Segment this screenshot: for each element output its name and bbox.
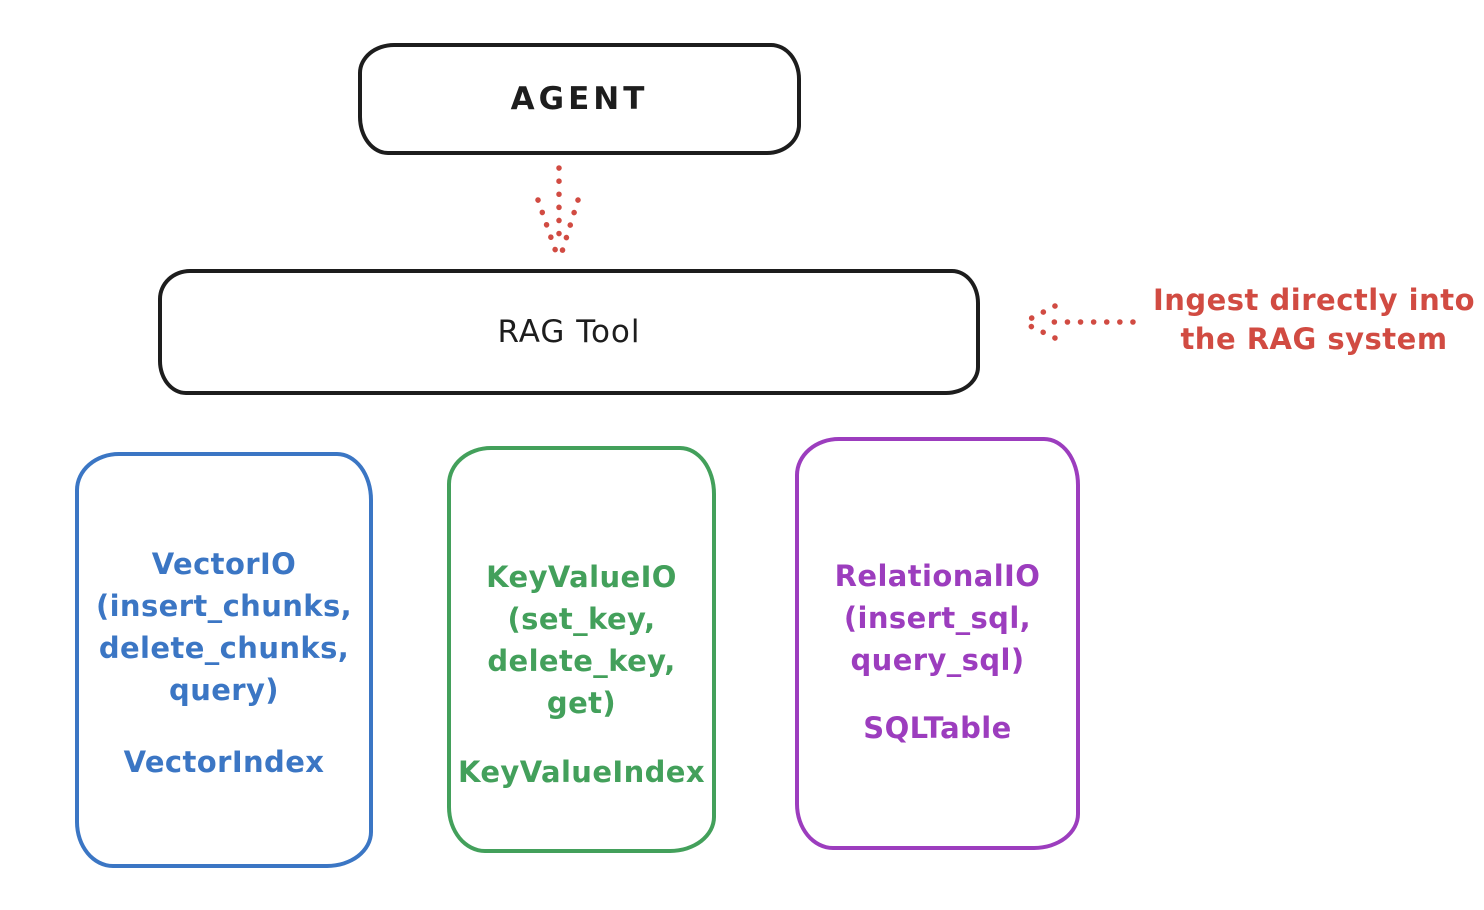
agent-to-ragtool-arrow: [535, 165, 581, 258]
keyvalue-io-line: (set_key,: [507, 602, 656, 636]
vector-io-line: (insert_chunks,: [95, 589, 353, 623]
keyvalue-index-label: KeyValueIndex: [458, 755, 705, 789]
relational-io-line: (insert_sql,: [843, 601, 1032, 635]
vector-index-label: VectorIndex: [123, 745, 325, 779]
vector-io-line: delete_chunks,: [98, 631, 350, 665]
ingest-annotation-line-2: the RAG system: [1180, 322, 1448, 356]
ingest-annotation-line-1: Ingest directly into: [1152, 283, 1476, 317]
keyvalue-io-line: delete_key, get): [487, 644, 676, 720]
ingest-annotation: Ingest directly into the RAG system: [1146, 281, 1482, 359]
sql-table-label: SQLTable: [863, 711, 1012, 745]
vector-io-line: VectorIO: [151, 547, 297, 581]
rag-tool-node: RAG Tool: [158, 269, 980, 395]
agent-node-label: AGENT: [510, 81, 649, 117]
backend-box-relational-io: RelationalIO (insert_sql, query_sql) SQL…: [795, 437, 1080, 850]
relational-io-text: RelationalIO (insert_sql, query_sql): [799, 555, 1076, 681]
vector-io-text: VectorIO (insert_chunks, delete_chunks, …: [79, 543, 369, 711]
annotation-to-ragtool-arrow: [1023, 303, 1136, 341]
vector-io-line: query): [169, 673, 279, 707]
rag-tool-node-label: RAG Tool: [497, 314, 641, 350]
relational-io-line: RelationalIO: [834, 559, 1041, 593]
agent-node: AGENT: [358, 43, 801, 155]
keyvalue-io-text: KeyValueIO (set_key, delete_key, get): [451, 556, 712, 724]
backend-box-keyvalue-io: KeyValueIO (set_key, delete_key, get) Ke…: [447, 446, 716, 853]
relational-io-line: query_sql): [850, 643, 1025, 677]
backend-box-vector-io: VectorIO (insert_chunks, delete_chunks, …: [75, 452, 373, 868]
keyvalue-io-line: KeyValueIO: [486, 560, 677, 594]
